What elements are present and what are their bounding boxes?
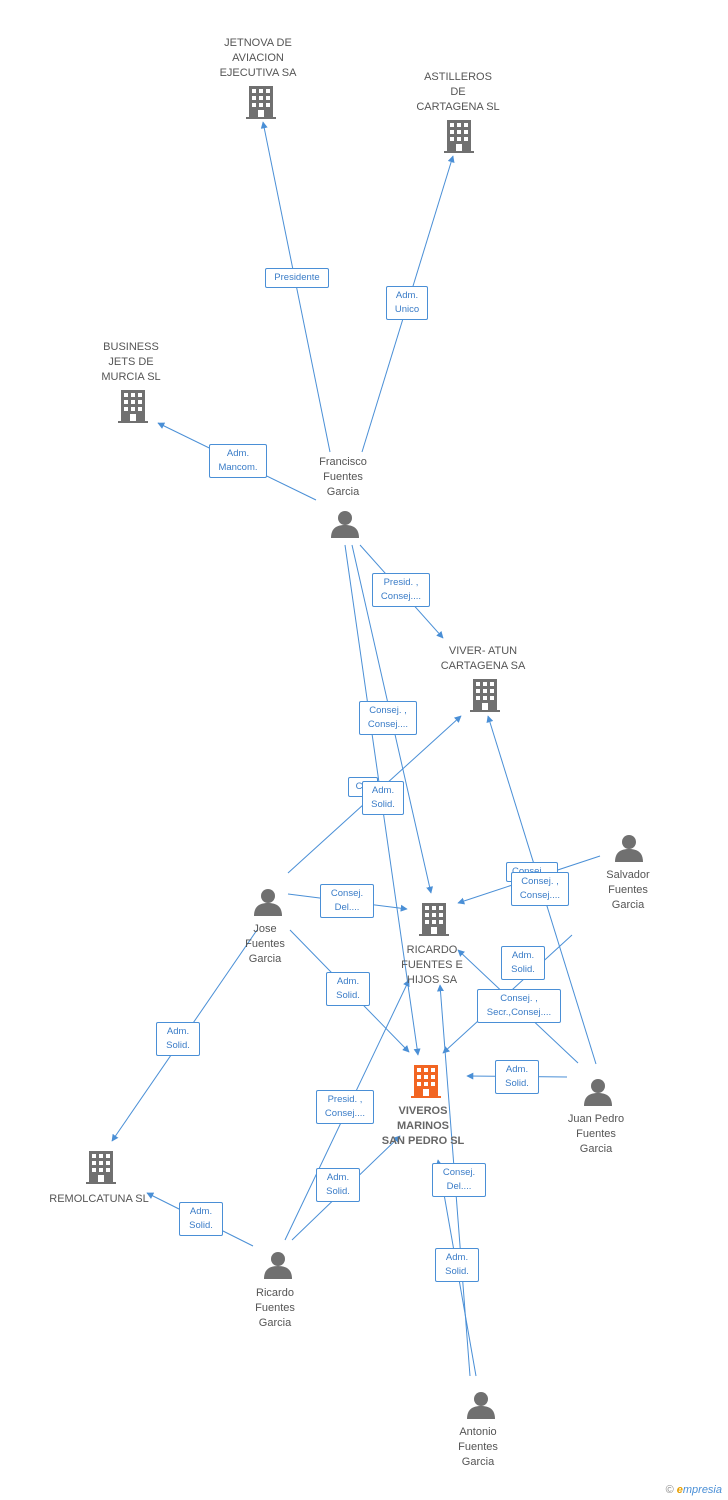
node-label-jose[interactable]: Jose Fuentes Garcia <box>245 923 285 965</box>
node-label-salvador[interactable]: Salvador Fuentes Garcia <box>606 869 650 911</box>
edge-label-e1[interactable]: Presidente <box>265 268 329 288</box>
edge-label-e18[interactable]: Consej. Del.... <box>432 1163 486 1197</box>
node-label-ricardo[interactable]: Ricardo Fuentes Garcia <box>255 1287 295 1329</box>
node-label-astilleros[interactable]: ASTILLEROS DE CARTAGENA SL <box>416 71 500 113</box>
building-icon-remolcatuna[interactable] <box>86 1151 116 1184</box>
logo-text: mpresia <box>682 1484 722 1496</box>
person-icon-jose[interactable] <box>254 889 282 916</box>
edge-label-e9[interactable]: Consej. , Consej.... <box>511 872 569 906</box>
edge-label-e13[interactable]: Consej. , Secr.,Consej.... <box>477 989 561 1023</box>
node-label-business[interactable]: BUSINESS JETS DE MURCIA SL <box>101 341 161 383</box>
edge-label-e16[interactable]: Presid. , Consej.... <box>316 1090 374 1124</box>
node-label-remolcatuna[interactable]: REMOLCATUNA SL <box>49 1193 149 1205</box>
node-icons <box>86 86 643 1419</box>
person-icon-juanpedro[interactable] <box>584 1079 612 1106</box>
person-icon-francisco[interactable] <box>331 511 359 538</box>
node-label-jetnova[interactable]: JETNOVA DE AVIACION EJECUTIVA SA <box>219 37 297 79</box>
building-icon-astilleros[interactable] <box>444 120 474 153</box>
logo-e: e <box>676 1484 683 1496</box>
building-icon-business[interactable] <box>118 390 148 423</box>
edge-label-e14[interactable]: Adm. Solid. <box>495 1060 539 1094</box>
node-label-viveros[interactable]: VIVEROS MARINOS SAN PEDRO SL <box>381 1105 465 1147</box>
edge-label-e3[interactable]: Adm. Mancom. <box>209 444 267 478</box>
edge-label-e20[interactable]: Adm. Solid. <box>435 1248 479 1282</box>
edge-label-e17[interactable]: Adm. Solid. <box>316 1168 360 1202</box>
building-icon-jetnova[interactable] <box>246 86 276 119</box>
edge-label-e4[interactable]: Presid. , Consej.... <box>372 573 430 607</box>
node-label-ricardofh[interactable]: RICARDO FUENTES E HIJOS SA <box>401 944 463 986</box>
person-icon-antonio[interactable] <box>467 1392 495 1419</box>
edge-label-e7[interactable]: Adm. Solid. <box>362 781 404 815</box>
node-label-viveratun[interactable]: VIVER- ATUN CARTAGENA SA <box>440 645 526 672</box>
edge-label-e11[interactable]: Adm. Solid. <box>326 972 370 1006</box>
edge-label-e5[interactable]: Consej. , Consej.... <box>359 701 417 735</box>
person-icon-ricardo[interactable] <box>264 1252 292 1279</box>
building-icon-ricardofh[interactable] <box>419 903 449 936</box>
empresia-logo: empresia <box>677 1484 722 1496</box>
edge-label-e12[interactable]: Adm. Solid. <box>501 946 545 980</box>
node-label-antonio[interactable]: Antonio Fuentes Garcia <box>458 1426 498 1468</box>
edge-label-e10[interactable]: Consej. Del.... <box>320 884 374 918</box>
building-icon-viveros[interactable] <box>411 1065 441 1098</box>
edge-label-e19[interactable]: Adm. Solid. <box>179 1202 223 1236</box>
building-icon-viveratun[interactable] <box>470 679 500 712</box>
footer-brand: ©empresia <box>666 1484 722 1496</box>
copyright-symbol: © <box>665 1484 674 1496</box>
person-icon-salvador[interactable] <box>615 835 643 862</box>
node-label-francisco[interactable]: Francisco Fuentes Garcia <box>319 456 367 498</box>
edge-label-e2[interactable]: Adm. Unico <box>386 286 428 320</box>
edge-label-e15[interactable]: Adm. Solid. <box>156 1022 200 1056</box>
node-label-juanpedro[interactable]: Juan Pedro Fuentes Garcia <box>567 1113 625 1155</box>
